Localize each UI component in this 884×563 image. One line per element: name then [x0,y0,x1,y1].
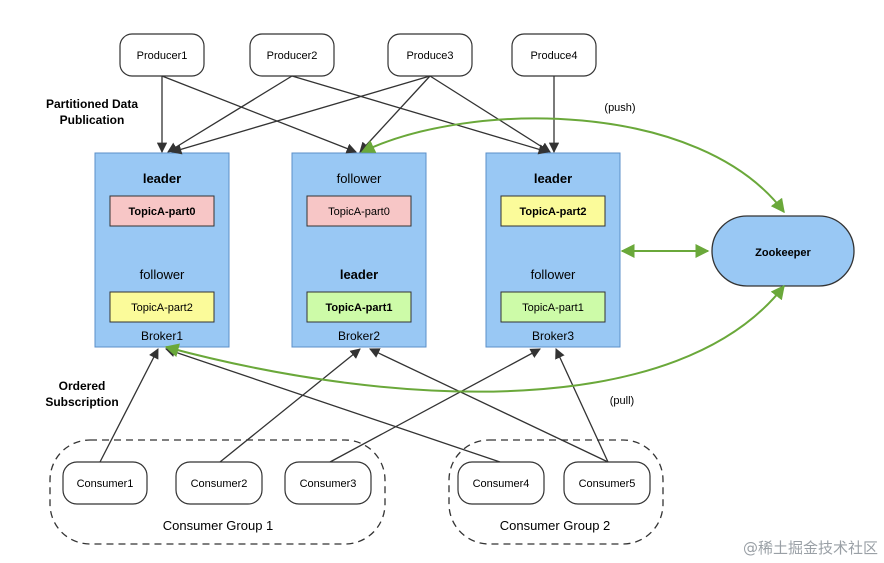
arrow-c2-b2 [219,348,361,463]
arrow-p1-b2 [161,75,357,154]
zookeeper-arrows [164,117,785,393]
broker-3: leader TopicA-part2 follower TopicA-part… [485,152,621,348]
broker-3-top-partition: TopicA-part2 [519,206,586,218]
broker-2-top-partition: TopicA-part0 [328,206,390,218]
broker-1-name: Broker1 [141,329,183,343]
consumer-group-2-label: Consumer Group 2 [500,518,611,533]
arrow-zk-pull [164,284,785,393]
consumer-2-label: Consumer2 [191,478,248,490]
consumer-5: Consumer5 [563,461,651,505]
producer-1: Producer1 [119,33,205,77]
producer-2-label: Producer2 [267,50,318,62]
consumer-1-label: Consumer1 [77,478,134,490]
producer-3: Produce3 [387,33,473,77]
arrow-p2-b1 [167,75,293,153]
partitioned-label-line2: Publication [60,113,125,127]
consumer-3-label: Consumer3 [300,478,357,490]
push-label: (push) [604,102,635,114]
broker-3-top-role: leader [534,171,572,186]
ordered-label-line1: Ordered [59,379,106,393]
broker-2-name: Broker2 [338,329,380,343]
arrow-c5-b3 [555,348,609,463]
consumer-group-1-label: Consumer Group 1 [163,518,274,533]
zookeeper-label: Zookeeper [755,247,811,259]
arrow-p3-b3 [429,75,551,153]
consumer-4: Consumer4 [457,461,545,505]
producer-4-label: Produce4 [530,50,577,62]
broker-3-name: Broker3 [532,329,574,343]
watermark: @稀土掘金技术社区 [743,539,878,557]
producer-arrows [156,75,560,155]
ordered-label-line2: Subscription [45,395,118,409]
zookeeper-node: Zookeeper [711,215,855,287]
consumer-3: Consumer3 [284,461,372,505]
broker-2: follower TopicA-part0 leader TopicA-part… [291,152,427,348]
arrow-p2-b3 [291,75,549,155]
broker-2-top-role: follower [337,171,382,186]
broker-1-bottom-partition: TopicA-part2 [131,302,193,314]
arrow-c5-b2 [369,348,609,463]
broker-1: leader TopicA-part0 follower TopicA-part… [94,152,230,348]
consumer-2: Consumer2 [175,461,263,505]
arrow-c3-b3 [329,348,541,463]
producer-4: Produce4 [511,33,597,77]
consumer-1: Consumer1 [62,461,148,505]
pull-label: (pull) [610,395,634,407]
arrow-p3-b1 [171,75,431,155]
broker-3-bottom-partition: TopicA-part1 [522,302,584,314]
broker-1-top-role: leader [143,171,181,186]
consumer-4-label: Consumer4 [473,478,530,490]
broker-2-bottom-partition: TopicA-part1 [325,302,392,314]
arrow-p3-b2 [359,75,431,153]
broker-2-bottom-role: leader [340,267,378,282]
producer-2: Producer2 [249,33,335,77]
broker-3-bottom-role: follower [531,267,576,282]
consumer-arrows [99,347,609,463]
arrow-c4-b1 [165,347,501,463]
broker-1-bottom-role: follower [140,267,185,282]
arrow-c1-b1 [99,348,159,463]
consumer-5-label: Consumer5 [579,478,636,490]
partitioned-label-line1: Partitioned Data [46,97,138,111]
consumer-group-1-outline [49,439,386,545]
producer-3-label: Produce3 [406,50,453,62]
consumer-group-2-outline [448,439,664,545]
producer-1-label: Producer1 [137,50,188,62]
broker-1-top-partition: TopicA-part0 [128,206,195,218]
arrow-zk-push [360,117,785,214]
